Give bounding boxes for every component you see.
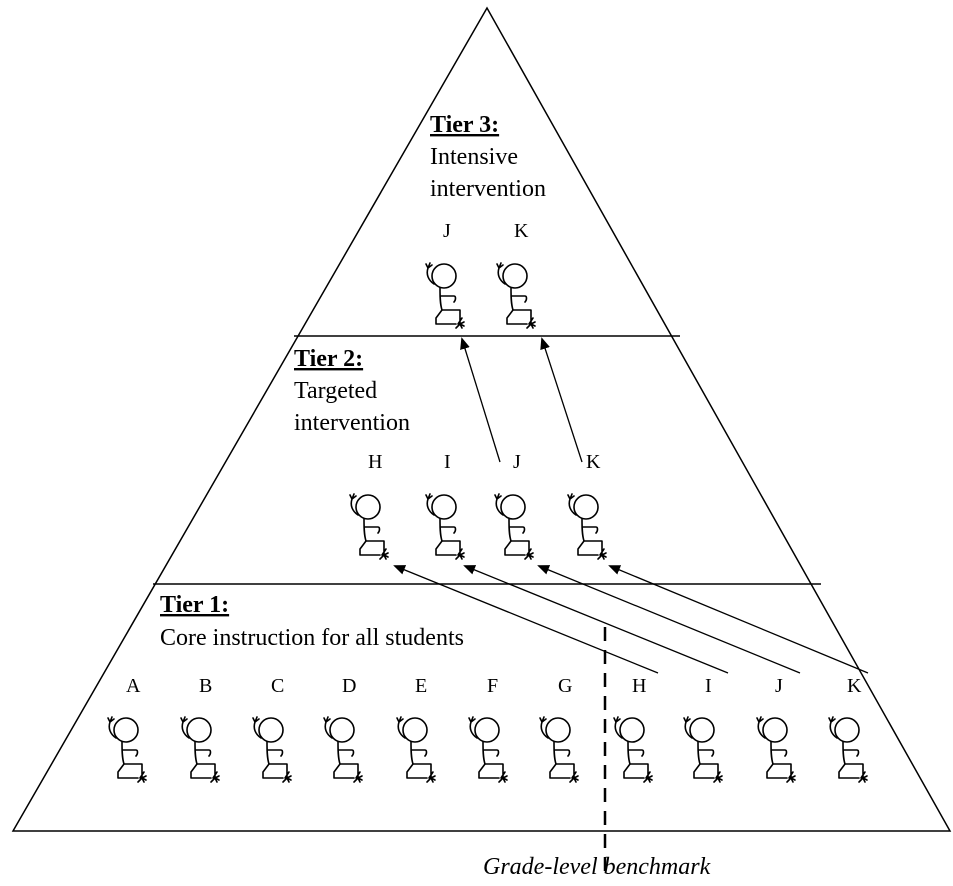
arrow-up-icon [393,565,659,674]
student-label: A [126,675,141,697]
student-icon [396,716,436,783]
tier-3-title: Tier 3: [430,112,499,138]
tier-3-desc-line-2: intervention [430,176,546,202]
student-icon [468,716,508,783]
student-icon [180,716,220,783]
student-label: C [271,675,284,697]
tier-1-desc-line-1: Core instruction for all students [160,625,464,651]
student-label: K [586,451,601,473]
student-label: K [514,220,529,242]
student-label: B [199,675,212,697]
student-icon [756,716,796,783]
student-icon [107,716,147,783]
student-icon [613,716,653,783]
arrow-up-icon [608,565,869,674]
arrow-up-icon [460,337,501,463]
tier-2-desc-line-1: Targeted [294,378,377,404]
benchmark-label: Grade-level benchmark [483,854,711,880]
tier-3-students: J K [425,220,536,329]
student-label: H [632,675,646,697]
tier-1-students: A B C D E F G H I J K [107,675,868,783]
tier-2-to-3-arrows [460,337,583,463]
arrow-up-icon [463,565,729,674]
student-label: G [558,675,572,697]
student-icon [349,493,389,560]
student-icon [683,716,723,783]
student-icon [494,493,534,560]
student-label: J [443,220,451,242]
tier-1-to-2-arrows [393,565,869,674]
student-label: I [705,675,712,697]
student-label: H [368,451,382,473]
student-icon [496,262,536,329]
tier-2-students: H I J K [349,451,607,560]
student-icon [828,716,868,783]
student-icon [425,493,465,560]
tier-1-title: Tier 1: [160,592,229,618]
student-icon [539,716,579,783]
tier-3-desc-line-1: Intensive [430,144,518,170]
arrow-up-icon [540,337,583,463]
arrow-up-icon [537,565,801,674]
student-icon [425,262,465,329]
student-label: J [513,451,521,473]
tier-2-desc-line-2: intervention [294,410,410,436]
student-icon [323,716,363,783]
student-label: I [444,451,451,473]
student-label: J [775,675,783,697]
student-label: K [847,675,862,697]
student-icon [567,493,607,560]
pyramid-outline [11,6,952,832]
tier-2-title: Tier 2: [294,346,363,372]
student-label: D [342,675,356,697]
student-label: E [415,675,427,697]
student-icon [252,716,292,783]
student-label: F [487,675,498,697]
